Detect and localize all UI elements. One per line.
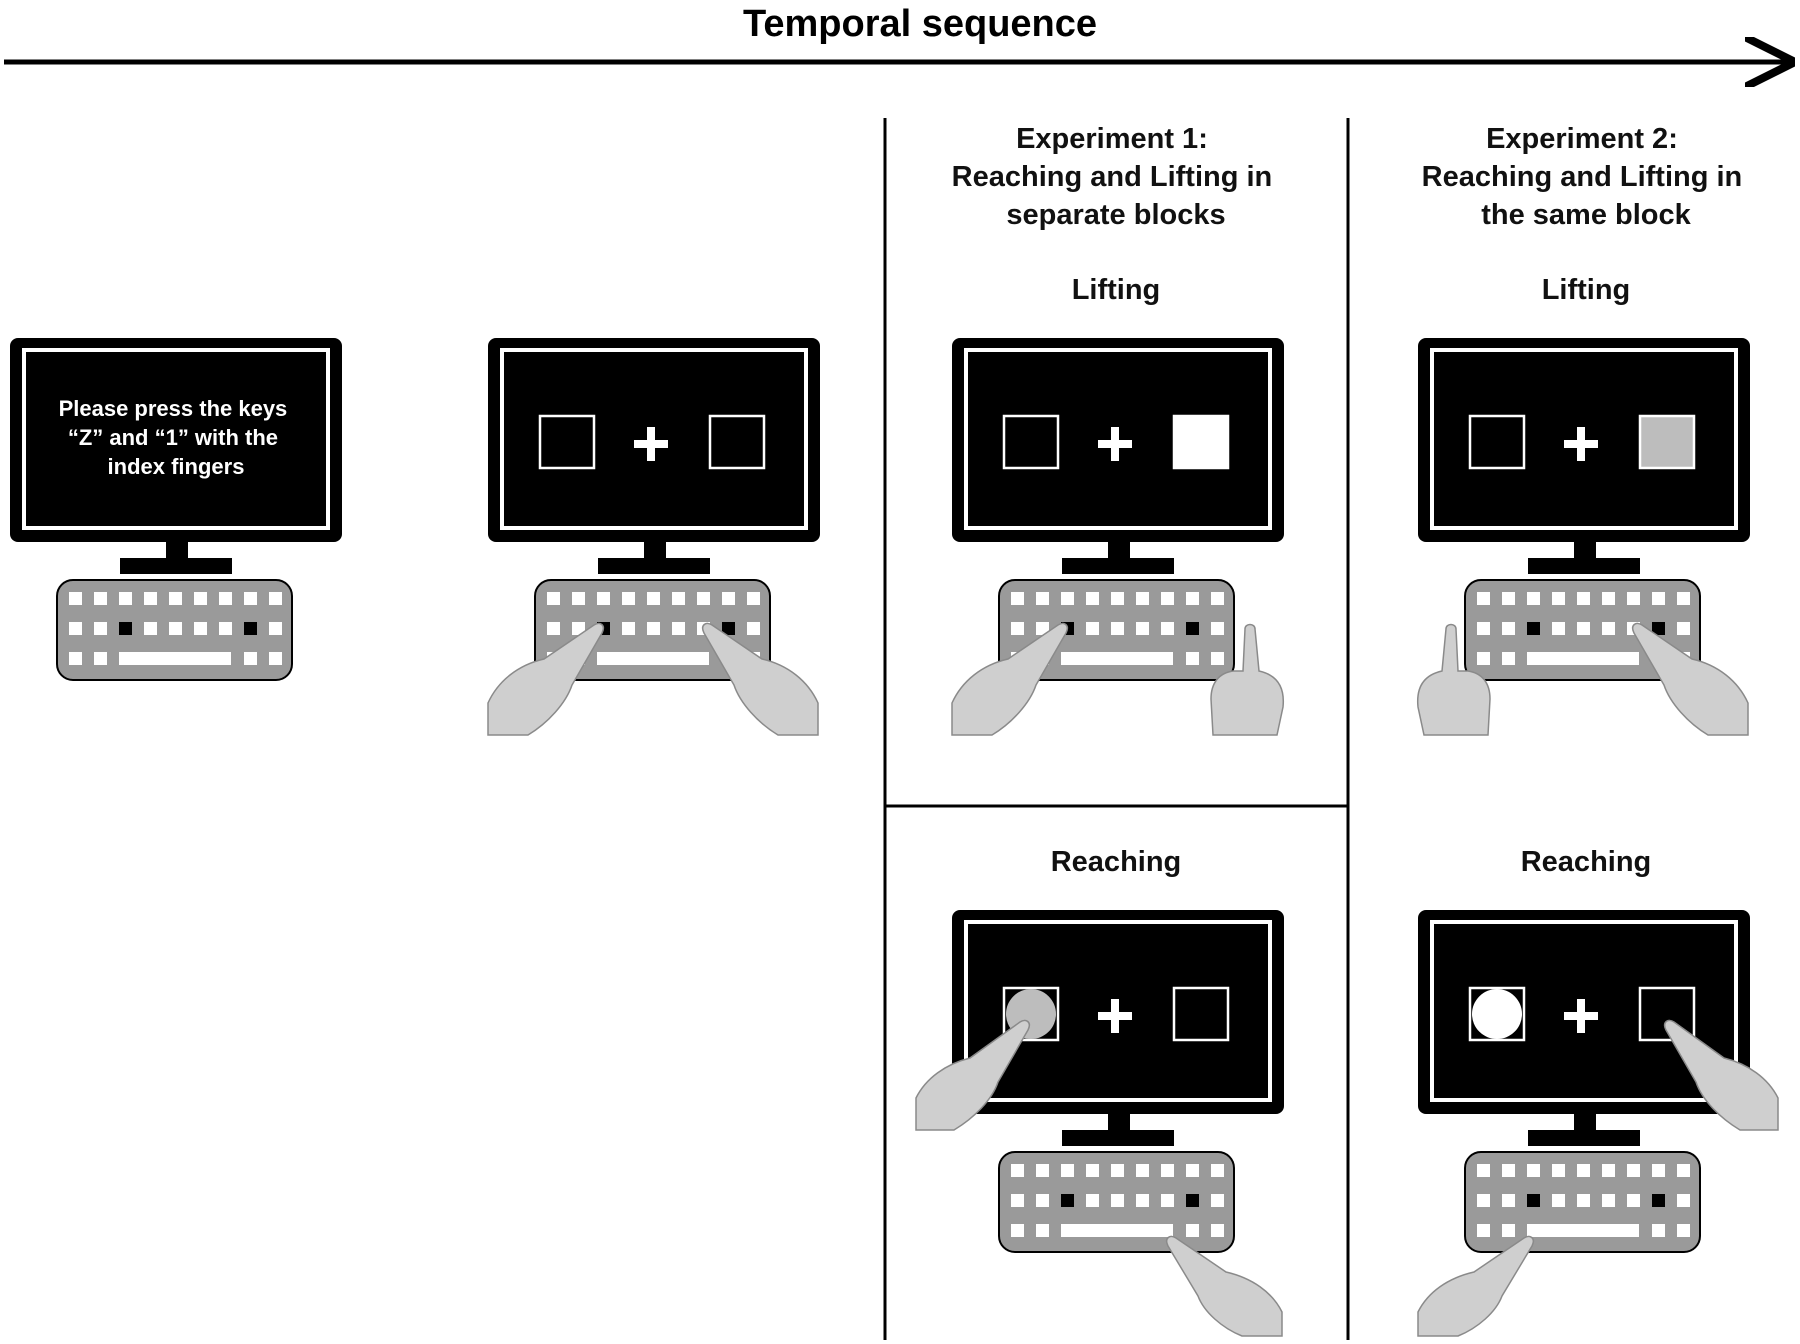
keyboard-icon	[1464, 579, 1701, 681]
fixation-cross-icon	[1098, 427, 1132, 461]
scene-exp2-reaching	[1417, 910, 1779, 1337]
right-square-white-filled	[1172, 414, 1230, 470]
fixation-cross-icon	[634, 427, 668, 461]
reaching-right-hand-icon	[1663, 1019, 1779, 1131]
scene-exp2-lifting	[1416, 338, 1750, 736]
left-hand-icon	[487, 622, 605, 736]
figure-title: Temporal sequence	[743, 3, 1097, 45]
experiment-2-heading: Experiment 2: Reaching and Lifting in th…	[1422, 123, 1751, 231]
exp1-lifting-label: Lifting	[1072, 274, 1161, 306]
right-hand-icon	[701, 622, 819, 736]
exp1-reaching-label: Reaching	[1051, 846, 1182, 878]
exp2-reaching-label: Reaching	[1521, 846, 1652, 878]
scene-exp1-lifting	[951, 338, 1285, 736]
left-hand-icon	[1417, 1235, 1535, 1337]
lifted-left-hand-icon	[1416, 623, 1491, 736]
instruction-text: Please press the keys “Z” and “1” with t…	[59, 396, 294, 479]
exp2-lifting-label: Lifting	[1542, 274, 1631, 306]
right-square	[1638, 986, 1696, 1042]
reaching-left-hand-icon	[915, 1019, 1031, 1131]
panel-dividers	[883, 118, 1350, 1340]
left-square	[1002, 986, 1060, 1042]
right-hand-icon	[1631, 622, 1749, 736]
keyboard-icon	[998, 1151, 1235, 1253]
left-hand-icon	[951, 622, 1069, 736]
keyboard-icon	[534, 579, 771, 681]
left-square	[1002, 414, 1060, 470]
left-square	[1468, 986, 1526, 1042]
right-square	[1172, 986, 1230, 1042]
keyboard-icon	[56, 579, 293, 681]
fixation-cross-icon	[1564, 427, 1598, 461]
white-circle-target	[1472, 989, 1522, 1039]
scene-exp1-reaching	[915, 910, 1284, 1337]
lifted-right-hand-icon	[1210, 623, 1285, 736]
right-square	[708, 414, 766, 470]
experiment-1-heading: Experiment 1: Reaching and Lifting in se…	[952, 123, 1281, 231]
left-square	[538, 414, 596, 470]
scene-instruction: Please press the keys “Z” and “1” with t…	[10, 338, 342, 681]
fixation-cross-icon	[1098, 999, 1132, 1033]
keyboard-icon	[998, 579, 1235, 681]
scene-fixation	[487, 338, 820, 736]
right-square-gray-filled	[1638, 414, 1696, 470]
monitor-icon	[10, 338, 342, 574]
left-square	[1468, 414, 1526, 470]
right-hand-icon	[1165, 1235, 1283, 1337]
fixation-cross-icon	[1564, 999, 1598, 1033]
keyboard-icon	[1464, 1151, 1701, 1253]
